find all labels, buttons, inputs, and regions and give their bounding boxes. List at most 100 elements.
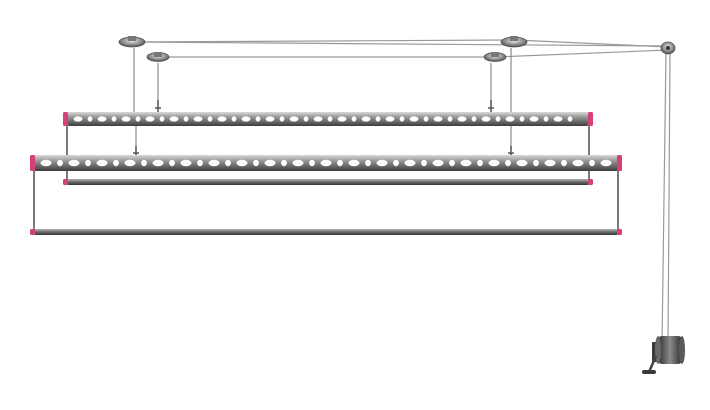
bar-hole [544, 159, 556, 167]
ceiling-pulley-right-front [483, 52, 507, 62]
bar-hole [169, 116, 179, 122]
bar-hole [327, 116, 333, 122]
rear-rod-end-cap-right [588, 179, 593, 185]
bar-hole [292, 159, 304, 167]
bar-hole [193, 116, 203, 122]
hanging-cables [133, 48, 512, 157]
bar-hole [432, 159, 444, 167]
bar-hole [279, 116, 285, 122]
bar-hole [375, 116, 381, 122]
bar-hole [113, 159, 119, 167]
bar-hole [289, 116, 299, 122]
bar-hole [97, 116, 107, 122]
bar-hole [505, 159, 511, 167]
bar-hole [265, 116, 275, 122]
bar-hole [241, 116, 251, 122]
bar-hole [477, 159, 483, 167]
front-hanging-bar [30, 155, 622, 232]
bar-hole [516, 159, 528, 167]
bar-hole [409, 116, 419, 122]
bar-hole [385, 116, 395, 122]
bar-hole [519, 116, 525, 122]
bar-hole [152, 159, 164, 167]
bar-hole [529, 116, 539, 122]
front-lower-rod [30, 229, 622, 235]
bar-hole [264, 159, 276, 167]
bar-hole [145, 116, 155, 122]
bar-hole [553, 116, 563, 122]
rear-rod-end-cap-left [63, 179, 68, 185]
crank-spool [658, 336, 682, 364]
bar-hole [361, 116, 371, 122]
bar-hole [421, 159, 427, 167]
bar-hole [73, 116, 83, 122]
bar-hole [404, 159, 416, 167]
bar-hole [217, 116, 227, 122]
ceiling-pulley-right-rear [500, 36, 528, 48]
bar-hole [572, 159, 584, 167]
bar-hole [567, 116, 573, 122]
bar-hole [313, 116, 323, 122]
bar-hole [460, 159, 472, 167]
bar-hole [457, 116, 467, 122]
bar-hole [159, 116, 165, 122]
bar-hole [376, 159, 388, 167]
bar-hole [505, 116, 515, 122]
bar-hole [365, 159, 371, 167]
bar-hole [231, 116, 237, 122]
bar-hooks [133, 100, 514, 157]
front-rod-end-cap-right [617, 229, 622, 235]
bar-hole [141, 159, 147, 167]
rear-bar-end-cap-right [588, 112, 593, 126]
bar-hole [87, 116, 93, 122]
rear-lower-rod [63, 126, 593, 185]
bar-hole [281, 159, 287, 167]
bar-hole [121, 116, 131, 122]
bar-hole [96, 159, 108, 167]
bar-hole [481, 116, 491, 122]
bar-hole [303, 116, 309, 122]
hand-crank-winder [642, 336, 685, 374]
bar-hole [488, 159, 500, 167]
bar-hole [225, 159, 231, 167]
crank-handle-icon [642, 370, 656, 374]
bar-hole [320, 159, 332, 167]
bar-hole [447, 116, 453, 122]
bar-hole [471, 116, 477, 122]
crank-arm [647, 355, 658, 373]
front-rod-end-cap-left [30, 229, 35, 235]
bar-hole [57, 159, 63, 167]
bar-hole [255, 116, 261, 122]
bar-hole [600, 159, 612, 167]
bar-hole [561, 159, 567, 167]
bar-hole [351, 116, 357, 122]
bar-hole [589, 159, 595, 167]
bar-hole [180, 159, 192, 167]
bar-hole [348, 159, 360, 167]
bar-hole [399, 116, 405, 122]
bar-hole [197, 159, 203, 167]
bar-hole [433, 116, 443, 122]
bar-hole [208, 159, 220, 167]
bar-hole [236, 159, 248, 167]
bar-hole [309, 159, 315, 167]
crank-cables [661, 51, 671, 346]
bar-hole [183, 116, 189, 122]
bar-hole [495, 116, 501, 122]
bar-hole [423, 116, 429, 122]
ceiling-pulley-left-rear [118, 36, 146, 48]
bar-hole [135, 116, 141, 122]
corner-pulley [660, 41, 676, 55]
front-bar-end-cap-right [617, 155, 622, 171]
ceiling-cables [131, 39, 669, 58]
bar-hole [393, 159, 399, 167]
ceiling-pulley-left-front [146, 52, 170, 62]
bar-hole [40, 159, 52, 167]
bar-hole [111, 116, 117, 122]
bar-hole [68, 159, 80, 167]
bar-hole [169, 159, 175, 167]
rear-bar-end-cap-left [63, 112, 68, 126]
bar-hole [337, 116, 347, 122]
bar-hole [533, 159, 539, 167]
